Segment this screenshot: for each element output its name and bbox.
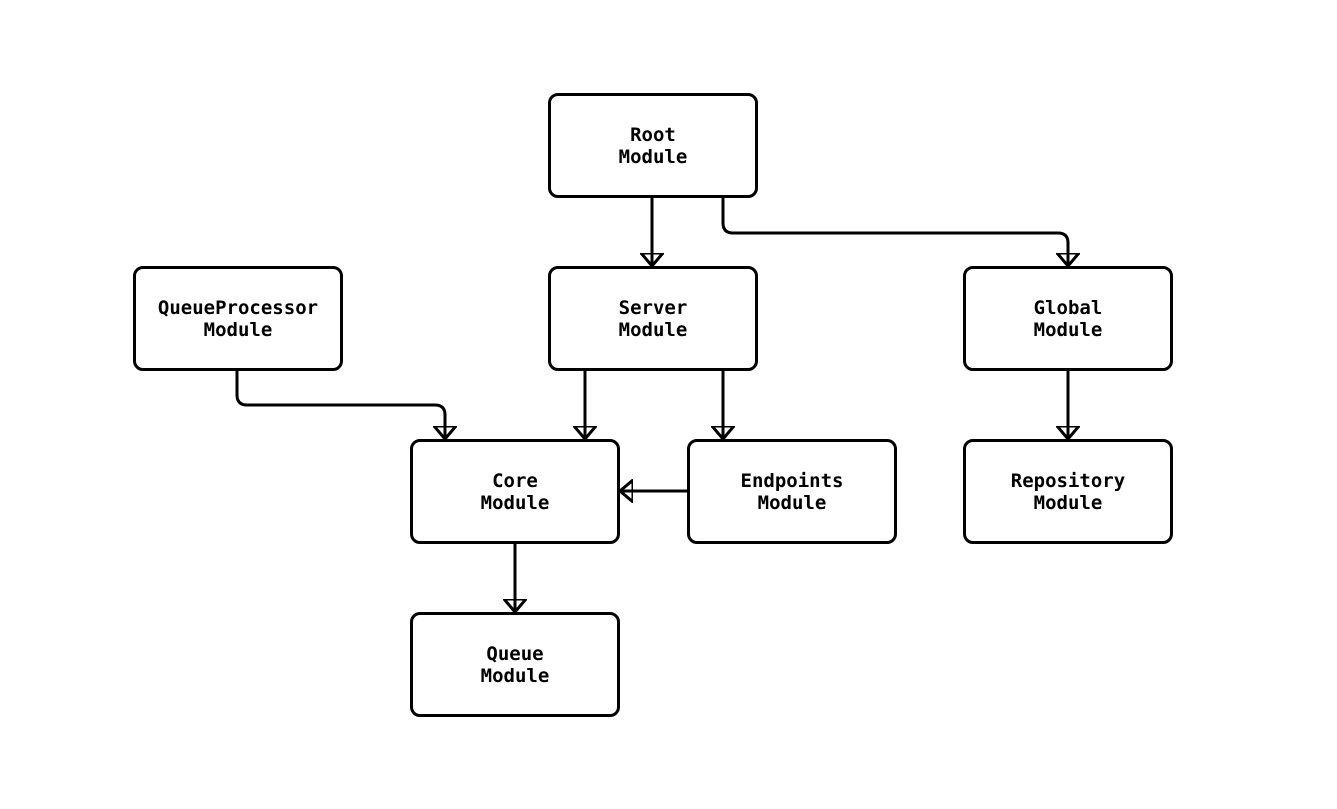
- node-label-line1: Root: [630, 123, 676, 146]
- node-endpoints-module: Endpoints Module: [687, 439, 897, 544]
- node-label-line2: Module: [480, 664, 550, 687]
- node-repository-module: Repository Module: [963, 439, 1173, 544]
- node-label-line2: Module: [618, 318, 688, 341]
- node-label-line1: Queue: [486, 642, 544, 665]
- node-core-module: Core Module: [410, 439, 620, 544]
- node-global-module: Global Module: [963, 266, 1173, 371]
- node-label-line2: Module: [757, 491, 827, 514]
- node-label-line2: Module: [1033, 318, 1103, 341]
- node-label-line2: Module: [480, 491, 550, 514]
- node-label-line1: Core: [492, 469, 538, 492]
- node-label-line1: Endpoints: [740, 469, 844, 492]
- node-label-line1: Server: [618, 296, 688, 319]
- node-root-module: Root Module: [548, 93, 758, 198]
- node-label-line1: Repository: [1010, 469, 1126, 492]
- node-label-line1: Global: [1033, 296, 1103, 319]
- node-server-module: Server Module: [548, 266, 758, 371]
- node-label-line2: Module: [1033, 491, 1103, 514]
- node-queueprocessor-module: QueueProcessor Module: [133, 266, 343, 371]
- edge-root-to-global: [721, 198, 1068, 266]
- node-label-line2: Module: [203, 318, 273, 341]
- node-label-line2: Module: [618, 145, 688, 168]
- node-queue-module: Queue Module: [410, 612, 620, 717]
- edge-queueprocessor-to-core: [235, 371, 445, 439]
- node-label-line1: QueueProcessor: [157, 296, 319, 319]
